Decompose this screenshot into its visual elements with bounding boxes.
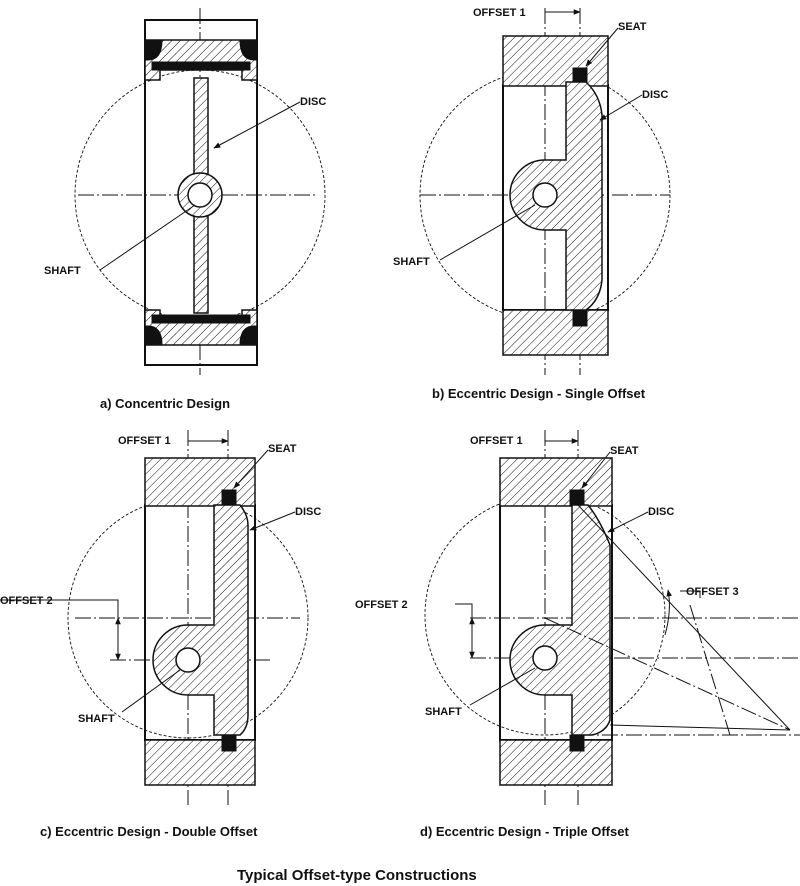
caption-b: b) Eccentric Design - Single Offset — [432, 386, 646, 401]
bottom-right-seal — [239, 325, 258, 346]
caption-c: c) Eccentric Design - Double Offset — [40, 824, 258, 839]
shaft — [187, 182, 213, 208]
offset1-label: OFFSET 1 — [473, 7, 526, 19]
shaft-leader — [99, 204, 196, 271]
offset1-label: OFFSET 1 — [118, 435, 171, 447]
cone-line-upper — [577, 504, 791, 731]
bottom-seat — [572, 309, 588, 327]
top-left-seal — [144, 39, 163, 61]
seat-leader — [585, 27, 619, 67]
disc — [509, 504, 611, 736]
panel-b: OFFSET 1 SEAT DISC SHAFT b) Eccentric De… — [393, 7, 671, 401]
offset2-label: OFFSET 2 — [0, 595, 53, 607]
shaft-label: SHAFT — [78, 713, 115, 725]
shaft-label: SHAFT — [425, 706, 462, 718]
shaft — [532, 182, 558, 208]
seat-label: SEAT — [618, 21, 647, 33]
offset3-arc — [664, 589, 672, 636]
top-seat — [569, 489, 585, 507]
cone-line-middle — [544, 617, 791, 731]
disc — [152, 504, 249, 736]
disc-label: DISC — [300, 96, 326, 108]
caption-d: d) Eccentric Design - Triple Offset — [420, 824, 629, 839]
disc-label: DISC — [642, 89, 668, 101]
seat-label: SEAT — [268, 443, 297, 455]
offset1-label: OFFSET 1 — [470, 435, 523, 447]
panel-d: OFFSET 1 SEAT DISC OFFSET 3 OFFSET 2 SHA… — [355, 430, 800, 839]
bottom-liner-band — [151, 314, 251, 324]
cone-axis — [689, 604, 731, 736]
shaft-leader — [439, 204, 536, 261]
top-liner-band — [151, 61, 251, 71]
bottom-body — [502, 309, 609, 356]
caption-a: a) Concentric Design — [100, 396, 230, 411]
offset3-leader — [680, 590, 701, 598]
disc-label: DISC — [648, 506, 674, 518]
panel-a: DISC SHAFT a) Concentric Design — [44, 8, 326, 411]
shaft-leader — [121, 669, 181, 713]
shaft-leader — [469, 667, 536, 706]
offset3-label: OFFSET 3 — [686, 586, 739, 598]
offset2-leader — [0, 599, 119, 618]
disc-label: DISC — [295, 506, 321, 518]
bottom-body — [499, 739, 613, 786]
top-right-seal — [239, 39, 258, 61]
seat-label: SEAT — [610, 445, 639, 457]
shaft — [532, 645, 558, 671]
shaft — [175, 647, 201, 673]
disc-leader — [607, 511, 649, 533]
seat-leader — [581, 451, 611, 489]
bottom-body — [144, 739, 256, 786]
shaft-label: SHAFT — [44, 265, 81, 277]
offset2-leader — [455, 603, 473, 618]
valve-body-outline — [144, 19, 258, 366]
top-seat — [221, 489, 237, 507]
top-body — [502, 35, 609, 87]
cone-line-lower — [609, 724, 791, 731]
seat-leader — [233, 449, 269, 489]
top-body — [144, 457, 256, 507]
bottom-seat — [569, 734, 585, 752]
bottom-left-seal — [144, 325, 163, 346]
disc-leader — [249, 511, 296, 531]
bottom-seat — [221, 734, 237, 752]
disc-leader — [599, 94, 643, 121]
shaft-label: SHAFT — [393, 256, 430, 268]
offset2-label: OFFSET 2 — [355, 599, 408, 611]
disc-leader — [213, 101, 301, 149]
figure-title: Typical Offset-type Constructions — [237, 867, 477, 884]
top-body — [499, 457, 613, 507]
panel-c: OFFSET 1 SEAT DISC OFFSET 2 SHAFT c) Ecc… — [0, 430, 321, 839]
